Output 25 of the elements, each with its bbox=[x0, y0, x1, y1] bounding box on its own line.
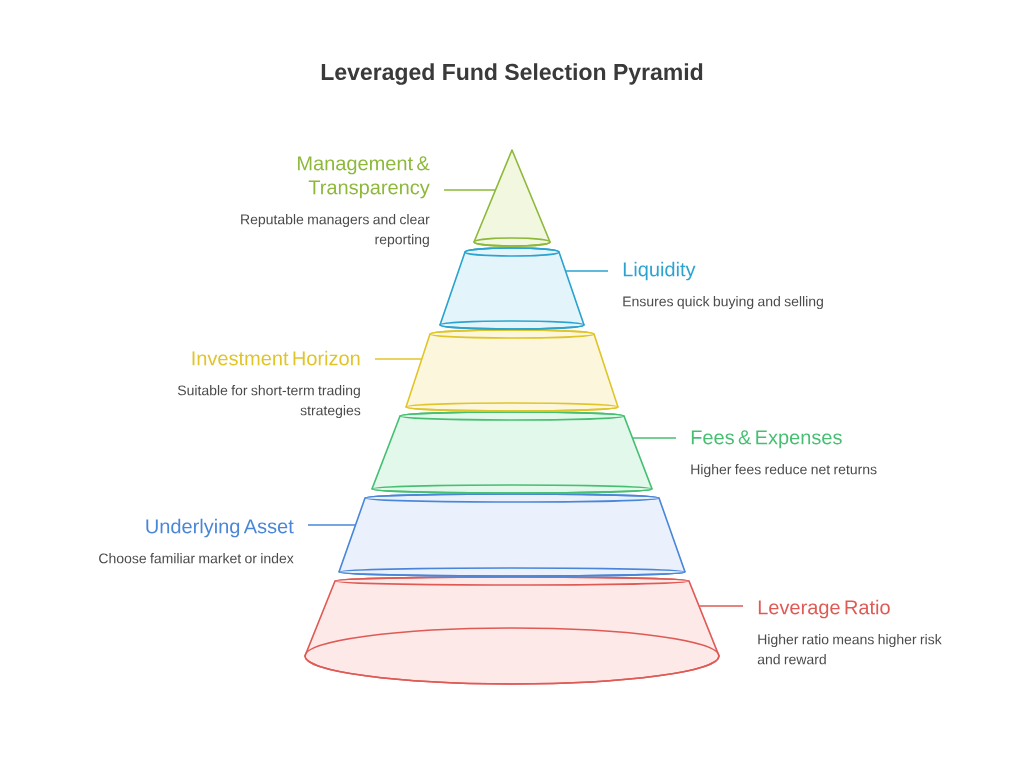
pyramid-tier bbox=[338, 493, 686, 577]
tier-heading: Leverage Ratio bbox=[758, 599, 890, 619]
leader-line bbox=[698, 605, 744, 607]
tier-heading: Investment Horizon bbox=[192, 350, 360, 366]
pyramid-tier bbox=[371, 411, 653, 494]
leader-line bbox=[307, 524, 356, 526]
tier-heading: Underlying Asset bbox=[146, 518, 294, 538]
leader-line bbox=[632, 437, 677, 439]
tier-description: Choose familiar market or index bbox=[99, 553, 294, 564]
tier-description: Higher fees reduce net returns bbox=[691, 464, 877, 478]
title: Leveraged Fund Selection Pyramid bbox=[321, 63, 703, 85]
tier-description: Ensures quick buying and selling bbox=[623, 296, 823, 310]
tier-description: Reputable managers and clear reporting bbox=[241, 214, 430, 248]
leader-line bbox=[565, 270, 609, 272]
tier-heading: Management & Transparency bbox=[298, 156, 430, 199]
pyramid-tier bbox=[405, 329, 619, 412]
tier-heading: Fees & Expenses bbox=[691, 430, 842, 449]
pyramid-tier bbox=[304, 576, 720, 685]
tier-heading: Liquidity bbox=[623, 261, 696, 281]
pyramid-tier bbox=[473, 149, 551, 247]
leader-line bbox=[374, 358, 423, 360]
leader-line bbox=[443, 189, 496, 191]
tier-description: Suitable for short-term trading strategies bbox=[177, 385, 361, 419]
tier-description: Higher ratio means higher risk and reward bbox=[757, 634, 942, 665]
pyramid-tier bbox=[439, 247, 585, 330]
